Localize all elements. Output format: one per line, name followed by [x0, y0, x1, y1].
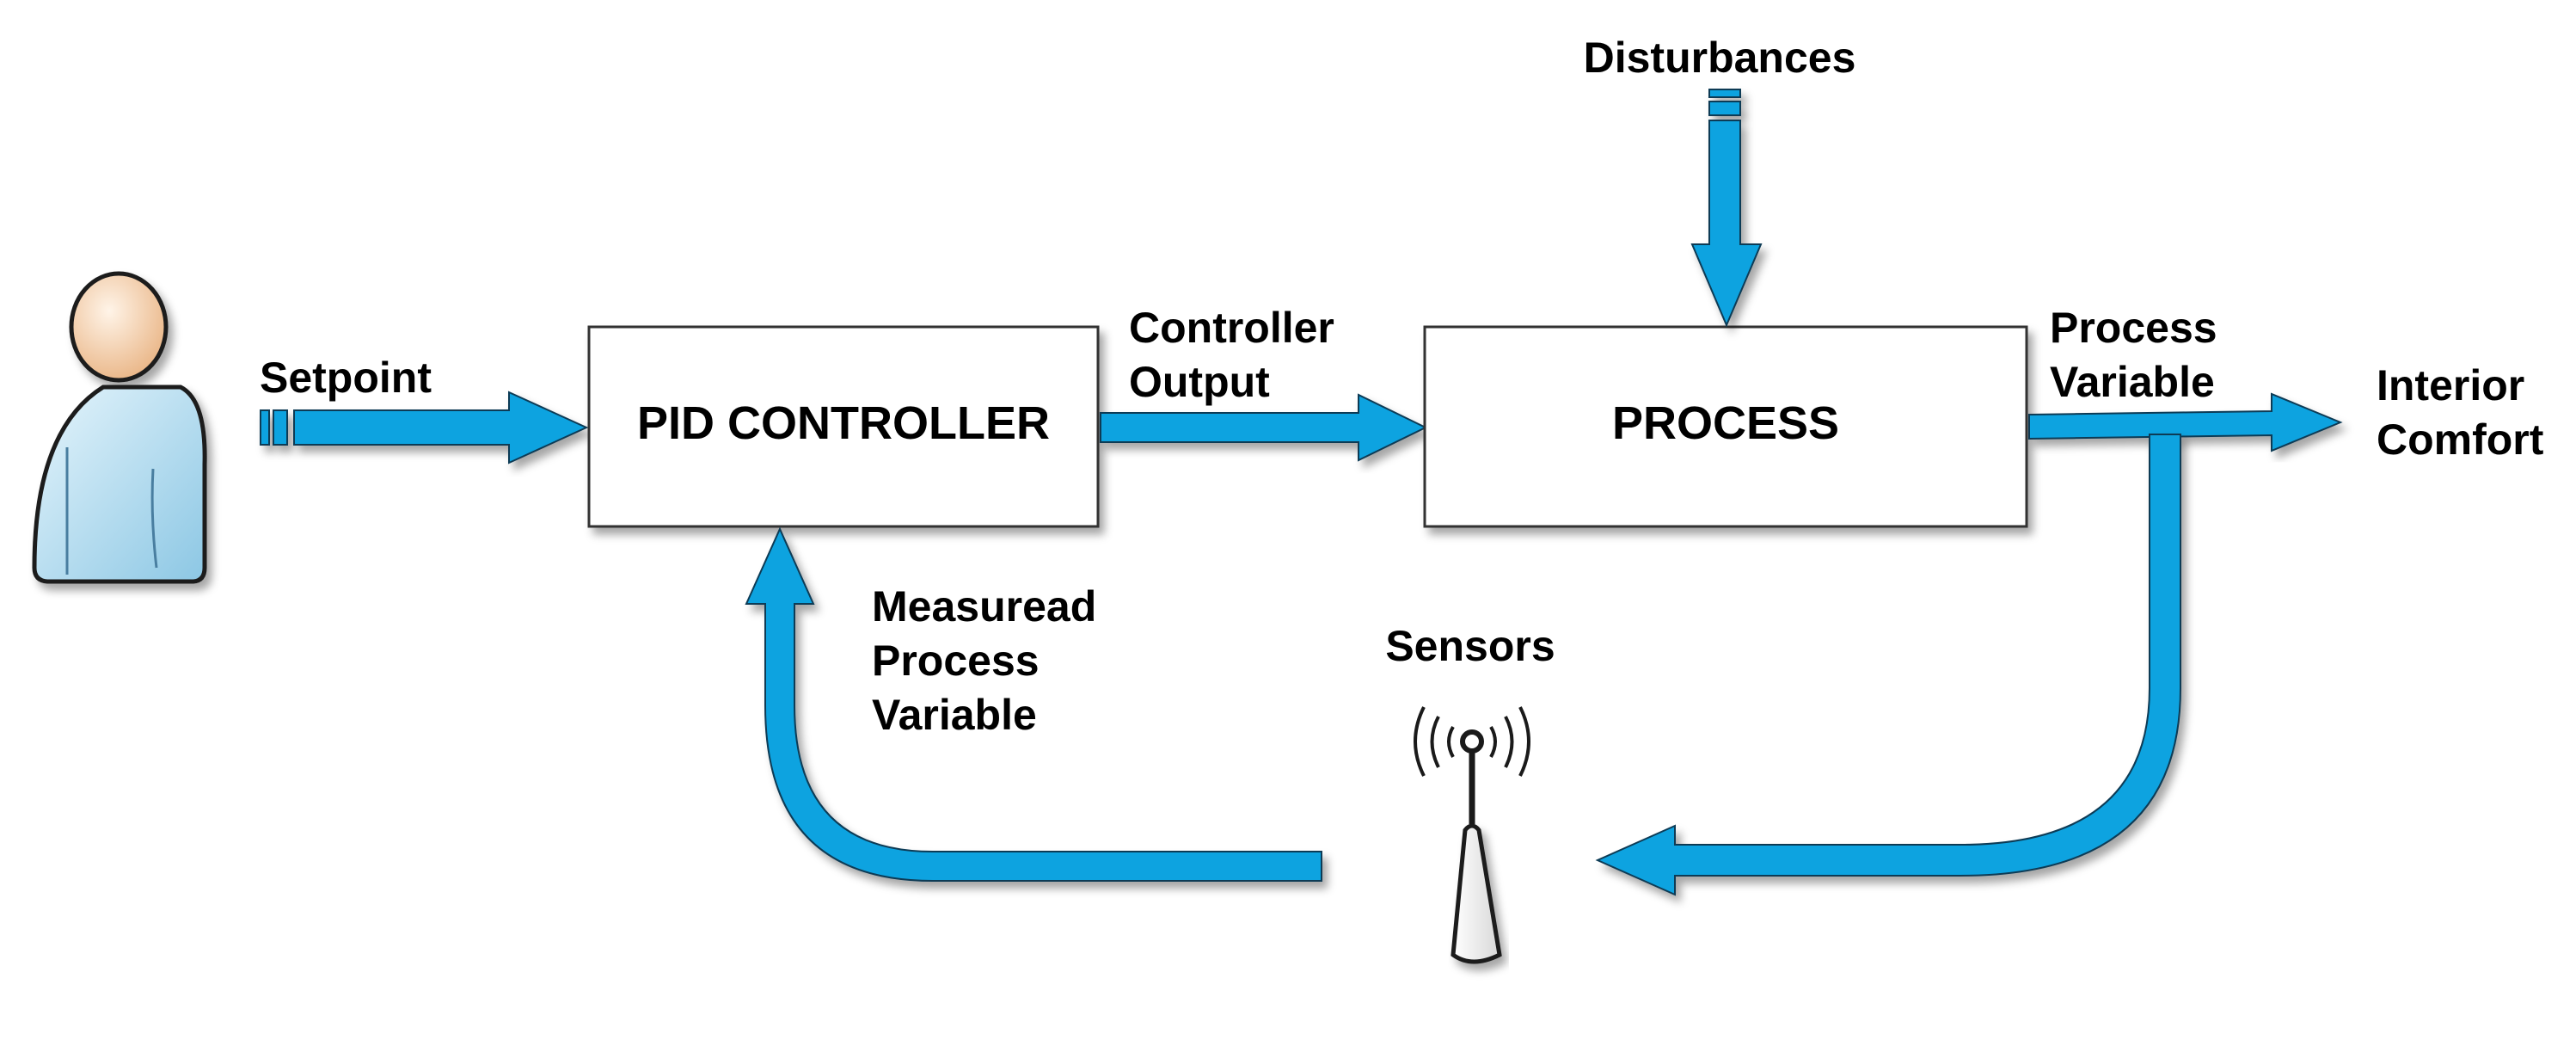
- setpoint-arrow: [260, 391, 589, 465]
- interior-comfort-label-line1: Interior: [2377, 361, 2524, 409]
- person-icon: [32, 271, 207, 584]
- controller-output-arrow: [1100, 393, 1428, 462]
- process-variable-label-line2: Variable: [2050, 358, 2215, 406]
- process-variable-arrow: [2028, 392, 2343, 452]
- sensors-label: Sensors: [1385, 622, 1555, 670]
- feedback-arrow-left: [745, 526, 1322, 882]
- antenna-icon: [1414, 706, 1530, 964]
- setpoint-label: Setpoint: [260, 354, 432, 402]
- interior-comfort-label-line2: Comfort: [2377, 415, 2544, 464]
- feedback-arrow-right: [1595, 434, 2181, 896]
- pid-controller-label: PID CONTROLLER: [637, 397, 1050, 449]
- disturbances-arrow: [1690, 89, 1763, 328]
- controller-output-label-line2: Output: [1129, 358, 1270, 406]
- controller-output-label-line1: Controller: [1129, 304, 1334, 352]
- person-head: [69, 271, 169, 383]
- pid-controller-block: PID CONTROLLER: [587, 325, 1100, 528]
- measured-variable-label-line1: Measuread: [872, 582, 1096, 631]
- measured-variable-label-line3: Variable: [872, 691, 1037, 739]
- person-body: [32, 385, 207, 584]
- process-variable-label-line1: Process: [2050, 304, 2217, 352]
- process-block: PROCESS: [1423, 325, 2028, 528]
- disturbances-label: Disturbances: [1584, 34, 1856, 82]
- measured-variable-label-line2: Process: [872, 637, 1040, 685]
- process-label: PROCESS: [1612, 397, 1839, 449]
